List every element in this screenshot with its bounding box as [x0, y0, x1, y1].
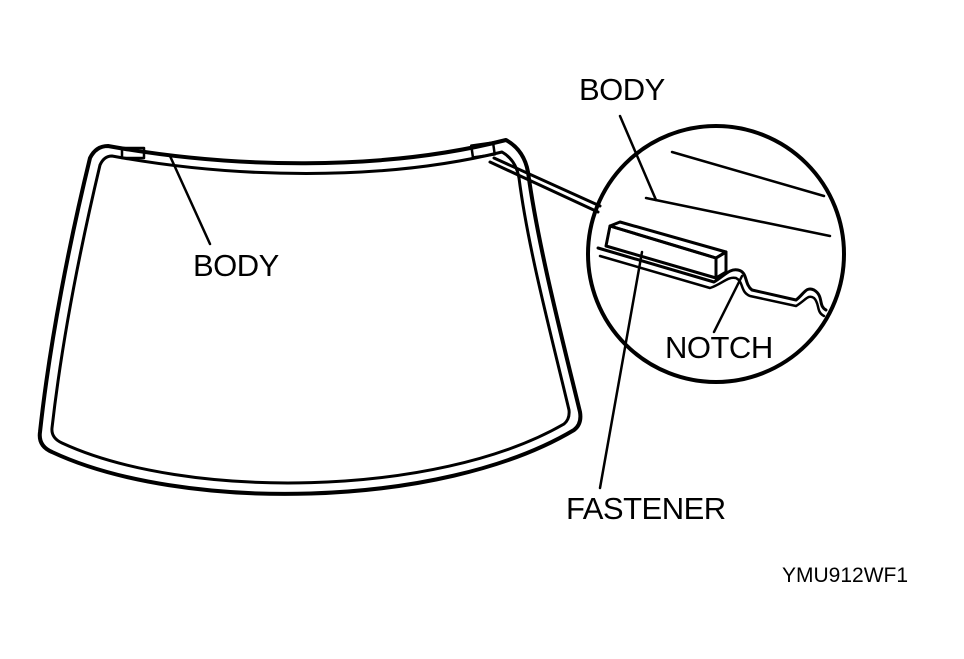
leader-notch — [712, 274, 744, 334]
windshield-inner-outline — [50, 150, 571, 485]
label-notch: NOTCH — [665, 330, 773, 365]
figure-code: YMU912WF1 — [782, 564, 909, 587]
windshield-outer-outline — [37, 138, 583, 496]
fastener-block-right — [470, 141, 496, 159]
leader-body-top — [618, 114, 658, 202]
label-body-top: BODY — [579, 72, 665, 107]
notched-edge — [596, 246, 828, 312]
body-edge-line — [644, 196, 832, 238]
body-edge-line-2 — [670, 150, 826, 198]
label-body-left: BODY — [193, 248, 279, 283]
label-fastener: FASTENER — [566, 491, 726, 526]
fastener-bar-end — [714, 250, 728, 280]
magnifier-leader — [492, 156, 602, 208]
detail-circle — [586, 124, 846, 384]
fastener-block-left — [120, 146, 146, 160]
leader-body-left — [168, 154, 212, 246]
notched-edge-2 — [598, 254, 826, 318]
leader-fastener — [598, 250, 644, 490]
magnifier-leader-2 — [488, 160, 600, 214]
